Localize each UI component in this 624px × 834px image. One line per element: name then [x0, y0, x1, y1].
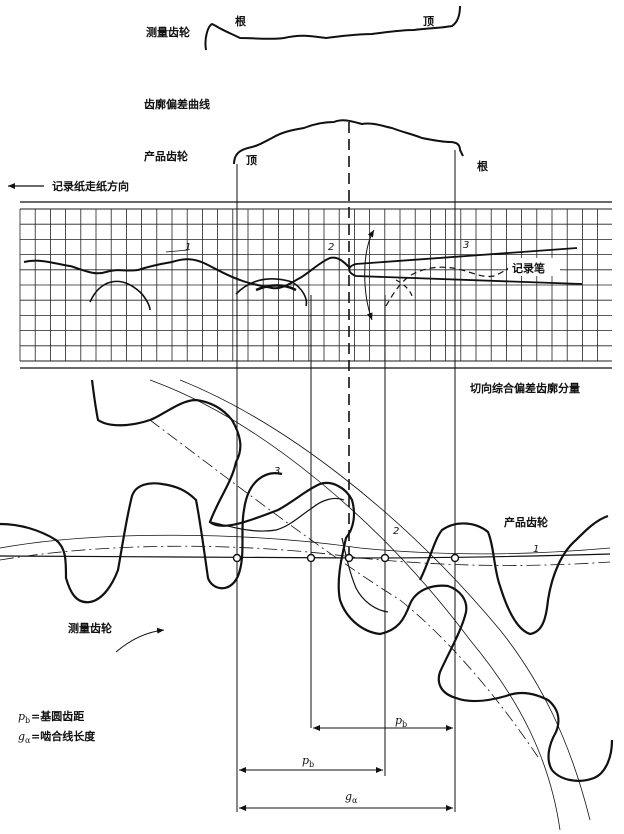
product-gear-label-bottom: 产品齿轮 [504, 515, 548, 529]
paper-direction-label: 记录纸走纸方向 [52, 179, 129, 193]
pen-dashed-track [385, 261, 517, 307]
composite-deviation-trace [23, 256, 351, 290]
product-gear-teeth-right [419, 514, 609, 636]
tip-label-mid: 顶 [246, 154, 257, 167]
root-label-top: 根 [235, 14, 247, 28]
dimension-ga-symbol: g [345, 790, 352, 803]
legend-ga: g α =啮合线长度 [18, 729, 96, 745]
chart-arc-left-1 [89, 280, 151, 311]
measuring-gear-teeth [90, 379, 614, 782]
measuring-gear-arc-2 [179, 379, 591, 821]
gear-number-3: 3 [274, 466, 280, 477]
contact-points [232, 553, 460, 563]
legend-ga-sub: α [25, 736, 31, 745]
recorder-pen [348, 247, 583, 285]
recorder-pen-label-bg [508, 258, 560, 276]
measuring-gear-arc-dashed [149, 419, 541, 761]
tangential-component-label: 切向综合偏差齿廓分量 [470, 381, 580, 395]
tip-label-top: 顶 [423, 15, 434, 28]
gear-number-1: 1 [533, 544, 539, 555]
dimension-pb-right-sub: b [402, 720, 407, 729]
pen-dashed-track-2 [395, 279, 413, 297]
measuring-gear-arc-1 [149, 379, 561, 831]
legend-pb: p b =基圆齿距 [18, 709, 84, 725]
chart-number-1: 1 [185, 242, 191, 253]
legend-pb-sub: b [25, 716, 30, 725]
legend-ga-text: =啮合线长度 [31, 729, 96, 743]
dimension-pb-left-symbol: p [302, 754, 309, 767]
measuring-gear-profile-trace [204, 5, 461, 51]
line-of-action [0, 553, 611, 559]
measuring-gear-tooth-contact [341, 537, 389, 613]
profile-deviation-curve-label: 齿廓偏差曲线 [144, 97, 210, 111]
product-gear-profile-trace [233, 119, 464, 165]
dimension-ga-sub: α [352, 796, 358, 805]
legend-pb-symbol: p [18, 710, 25, 723]
chart-arc-mid [255, 284, 297, 292]
root-label-mid: 根 [477, 159, 489, 173]
dimension-pb-right-symbol: p [395, 714, 402, 727]
product-gear-base-arc [0, 545, 611, 566]
product-gear-teeth [0, 472, 283, 604]
pen-swing-arc [364, 229, 375, 321]
measuring-gear-rotation-arrow [115, 627, 165, 653]
measuring-gear-tooth-inner [209, 497, 345, 532]
measuring-gear-label-bottom: 测量齿轮 [68, 621, 112, 635]
chart-number-2: 2 [328, 242, 334, 253]
recording-chart [19, 201, 612, 369]
legend-ga-symbol: g [18, 730, 25, 743]
gear-number-2: 2 [393, 526, 399, 537]
recorder-pen-label: 记录笔 [512, 261, 545, 275]
chart-arc-left-2 [235, 278, 308, 307]
chart-number-3: 3 [463, 240, 469, 251]
measuring-gear-label-top: 测量齿轮 [146, 25, 190, 39]
dimension-pb-left-sub: b [309, 760, 314, 769]
legend-pb-text: =基圆齿距 [31, 709, 84, 723]
product-gear-label-top: 产品齿轮 [144, 149, 188, 163]
product-gear-pitch-arc [0, 534, 611, 555]
